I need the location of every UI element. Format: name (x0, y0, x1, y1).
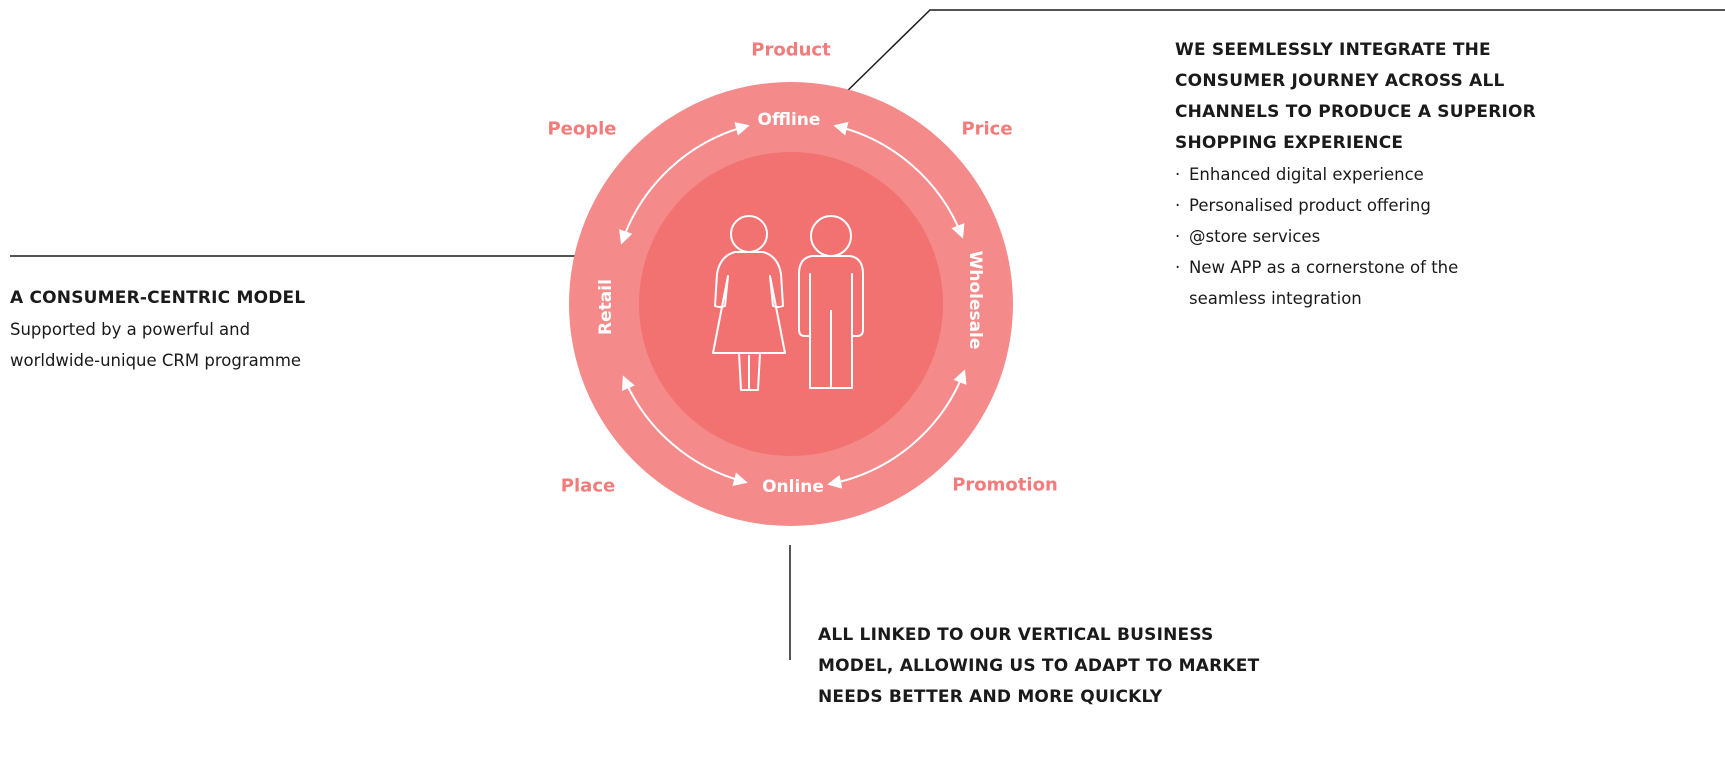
leader-line-integration (837, 9, 1725, 101)
bullet-text: @store services (1189, 227, 1321, 246)
inner-consumer-circle (639, 152, 943, 456)
label-promotion: Promotion (952, 474, 1058, 496)
bullet-dot: · (1175, 165, 1181, 184)
label-product: Product (751, 39, 831, 61)
bullet-text: New APP as a cornerstone of the seamless… (1189, 258, 1459, 308)
label-people: People (547, 118, 617, 140)
bullet-dot: · (1175, 258, 1181, 277)
arrow-arc-top-right (833, 121, 965, 239)
bullet-text: Enhanced digital experience (1189, 165, 1424, 184)
callout-vertical-model: ALL LINKED TO OUR VERTICAL BUSINESS MODE… (818, 620, 1338, 713)
callout-integration: WE SEEMLESSLY INTEGRATE THE CONSUMER JOU… (1175, 35, 1715, 314)
list-item: · @store services (1175, 221, 1505, 252)
woman-icon (712, 215, 786, 391)
label-offline: Offline (757, 110, 821, 130)
callout-consumer-line: Supported by a powerful and (10, 320, 251, 339)
heading-line: CONSUMER JOURNEY ACROSS ALL (1175, 71, 1505, 91)
heading-line: CHANNELS TO PRODUCE A SUPERIOR (1175, 102, 1536, 122)
man-icon (798, 215, 864, 389)
bullet-dot: · (1175, 196, 1181, 215)
label-retail: Retail (596, 279, 616, 335)
heading-line: NEEDS BETTER AND MORE QUICKLY (818, 687, 1163, 707)
list-item: · New APP as a cornerstone of the seamles… (1175, 252, 1505, 314)
callout-vertical-heading: ALL LINKED TO OUR VERTICAL BUSINESS MODE… (818, 620, 1338, 713)
label-online: Online (762, 477, 824, 497)
heading-line: ALL LINKED TO OUR VERTICAL BUSINESS (818, 625, 1214, 645)
callout-consumer-centric: A CONSUMER-CENTRIC MODEL Supported by a … (10, 283, 430, 376)
integration-bullet-list: · Enhanced digital experience · Personalis… (1175, 159, 1505, 314)
heading-line: MODEL, ALLOWING US TO ADAPT TO MARKET (818, 656, 1260, 676)
callout-consumer-line: worldwide-unique CRM programme (10, 351, 302, 370)
list-item: · Enhanced digital experience (1175, 159, 1505, 190)
label-wholesale: Wholesale (965, 250, 985, 350)
bullet-text: Personalised product offering (1189, 196, 1431, 215)
arrow-arc-bottom-left (621, 375, 748, 486)
arrow-arc-top-left (619, 122, 750, 245)
list-item: · Personalised product offering (1175, 190, 1505, 221)
heading-line: SHOPPING EXPERIENCE (1175, 133, 1404, 153)
bullet-dot: · (1175, 227, 1181, 246)
label-place: Place (560, 475, 616, 497)
heading-line: WE SEEMLESSLY INTEGRATE THE (1175, 40, 1491, 60)
callout-consumer-heading: A CONSUMER-CENTRIC MODEL (10, 288, 306, 308)
callout-integration-heading: WE SEEMLESSLY INTEGRATE THE CONSUMER JOU… (1175, 35, 1715, 159)
label-price: Price (961, 118, 1013, 140)
arrow-arc-bottom-right (827, 369, 967, 489)
